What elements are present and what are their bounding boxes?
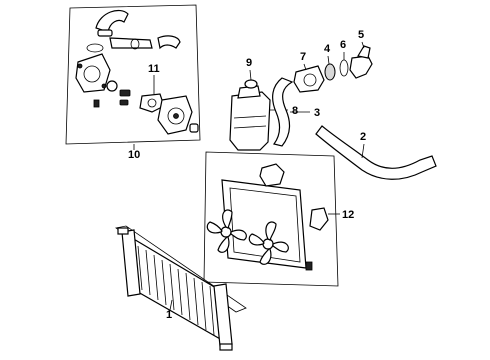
- callout-4: 4: [324, 43, 331, 55]
- bolt: [119, 89, 131, 97]
- callout-2: 2: [360, 131, 366, 143]
- callout-7: 7: [300, 51, 306, 63]
- reservoir-rib: [233, 125, 267, 129]
- pump-hub: [173, 113, 179, 119]
- thermostat-housing: [75, 53, 111, 93]
- callout-9: 9: [246, 57, 252, 69]
- radiator-fins: [137, 245, 215, 336]
- lower-hose-3: [272, 77, 294, 147]
- lower-bracket: [219, 343, 233, 351]
- leader-4: [327, 55, 330, 65]
- thermostat-4: [324, 63, 336, 81]
- gasket-hole: [147, 98, 157, 108]
- reservoir-cap: [244, 79, 258, 89]
- cooling-fan-left: [206, 209, 247, 253]
- fan-motor: [259, 163, 285, 187]
- fan-hub: [262, 238, 274, 250]
- fan-blade: [230, 229, 247, 241]
- leader-7: [303, 63, 307, 71]
- upper-hose-2: [315, 125, 437, 180]
- group-10-frame: [65, 4, 201, 145]
- callout-5: 5: [358, 29, 364, 41]
- housing-bolt: [77, 63, 83, 69]
- fan-motor-right: [309, 207, 329, 231]
- clamp: [97, 29, 113, 37]
- fan-hub: [220, 226, 232, 238]
- water-outlet-7: [293, 65, 325, 93]
- thermostat: [106, 80, 118, 92]
- fan-blade: [206, 221, 223, 234]
- callout-11: 11: [148, 63, 160, 75]
- housing-bolt: [101, 83, 107, 89]
- pump-fitting: [189, 123, 199, 133]
- housing-spout: [357, 45, 371, 59]
- outlet-port: [303, 73, 317, 87]
- reservoir-rib: [233, 115, 267, 119]
- radiator-group: [115, 225, 247, 351]
- water-outlet-parts: [293, 45, 373, 93]
- fan-blade: [259, 248, 272, 265]
- bolt: [119, 99, 129, 106]
- coolant-reservoir: [229, 91, 271, 151]
- water-outlet-group: [65, 4, 201, 145]
- bolt: [93, 99, 100, 108]
- fan-blade: [272, 241, 289, 253]
- radiator-core: [131, 236, 223, 342]
- gasket: [86, 43, 104, 53]
- coolant-reservoir-group: [229, 79, 271, 151]
- group-12-frame: [203, 151, 339, 287]
- fan-blade: [217, 236, 230, 253]
- upper-hose-elbow: [95, 9, 129, 33]
- upper-bracket: [117, 227, 129, 235]
- o-ring: [130, 38, 140, 50]
- leader-1: [169, 299, 173, 311]
- gasket-6: [339, 59, 349, 77]
- fan-blade: [265, 221, 277, 241]
- callout-10: 10: [128, 149, 140, 161]
- callout-1: 1: [166, 309, 172, 321]
- fan-assembly-group: [203, 151, 339, 287]
- left-tank: [121, 229, 141, 297]
- leader-5: [361, 41, 365, 49]
- callout-8: 8: [292, 105, 298, 117]
- leader-9: [249, 69, 252, 81]
- cooling-fan-right: [248, 221, 289, 265]
- gasket-11: [139, 93, 165, 113]
- callout-12: 12: [342, 209, 354, 221]
- bypass-hose: [157, 35, 181, 50]
- thermostat-housing-5: [349, 55, 373, 79]
- fan-blade: [248, 233, 265, 246]
- fan-blade: [222, 209, 233, 229]
- callout-3: 3: [314, 107, 320, 119]
- housing-port: [83, 65, 101, 83]
- callout-6: 6: [340, 39, 346, 51]
- pump-impeller: [167, 107, 185, 125]
- mounting-bolt: [305, 261, 313, 271]
- leader-2: [361, 143, 365, 159]
